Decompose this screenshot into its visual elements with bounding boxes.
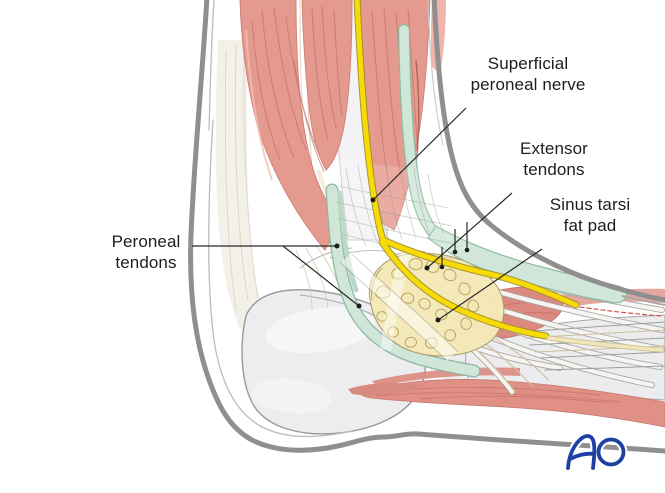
plantar-muscles xyxy=(348,367,665,428)
label-extensor-tendons: Extensor tendons xyxy=(520,139,588,180)
leader-superficial-peroneal-nerve xyxy=(370,107,467,203)
sinus-tarsi-fat-pad-shape xyxy=(339,244,505,361)
label-superficial-peroneal-nerve: Superficial peroneal nerve xyxy=(470,54,586,95)
leg-muscles xyxy=(239,0,446,251)
label-sinus-tarsi-fat-pad: Sinus tarsi fat pad xyxy=(549,195,631,236)
skin-outline xyxy=(188,0,665,454)
ao-logo xyxy=(564,432,628,472)
leader-sinus-tarsi-fat-pad xyxy=(435,248,543,323)
leader-extensor-tendons xyxy=(424,192,513,271)
leader-peroneal-tendons xyxy=(192,243,362,309)
label-peroneal-tendons: Peroneal tendons xyxy=(111,232,181,273)
superficial-peroneal-nerve-path xyxy=(353,0,665,353)
